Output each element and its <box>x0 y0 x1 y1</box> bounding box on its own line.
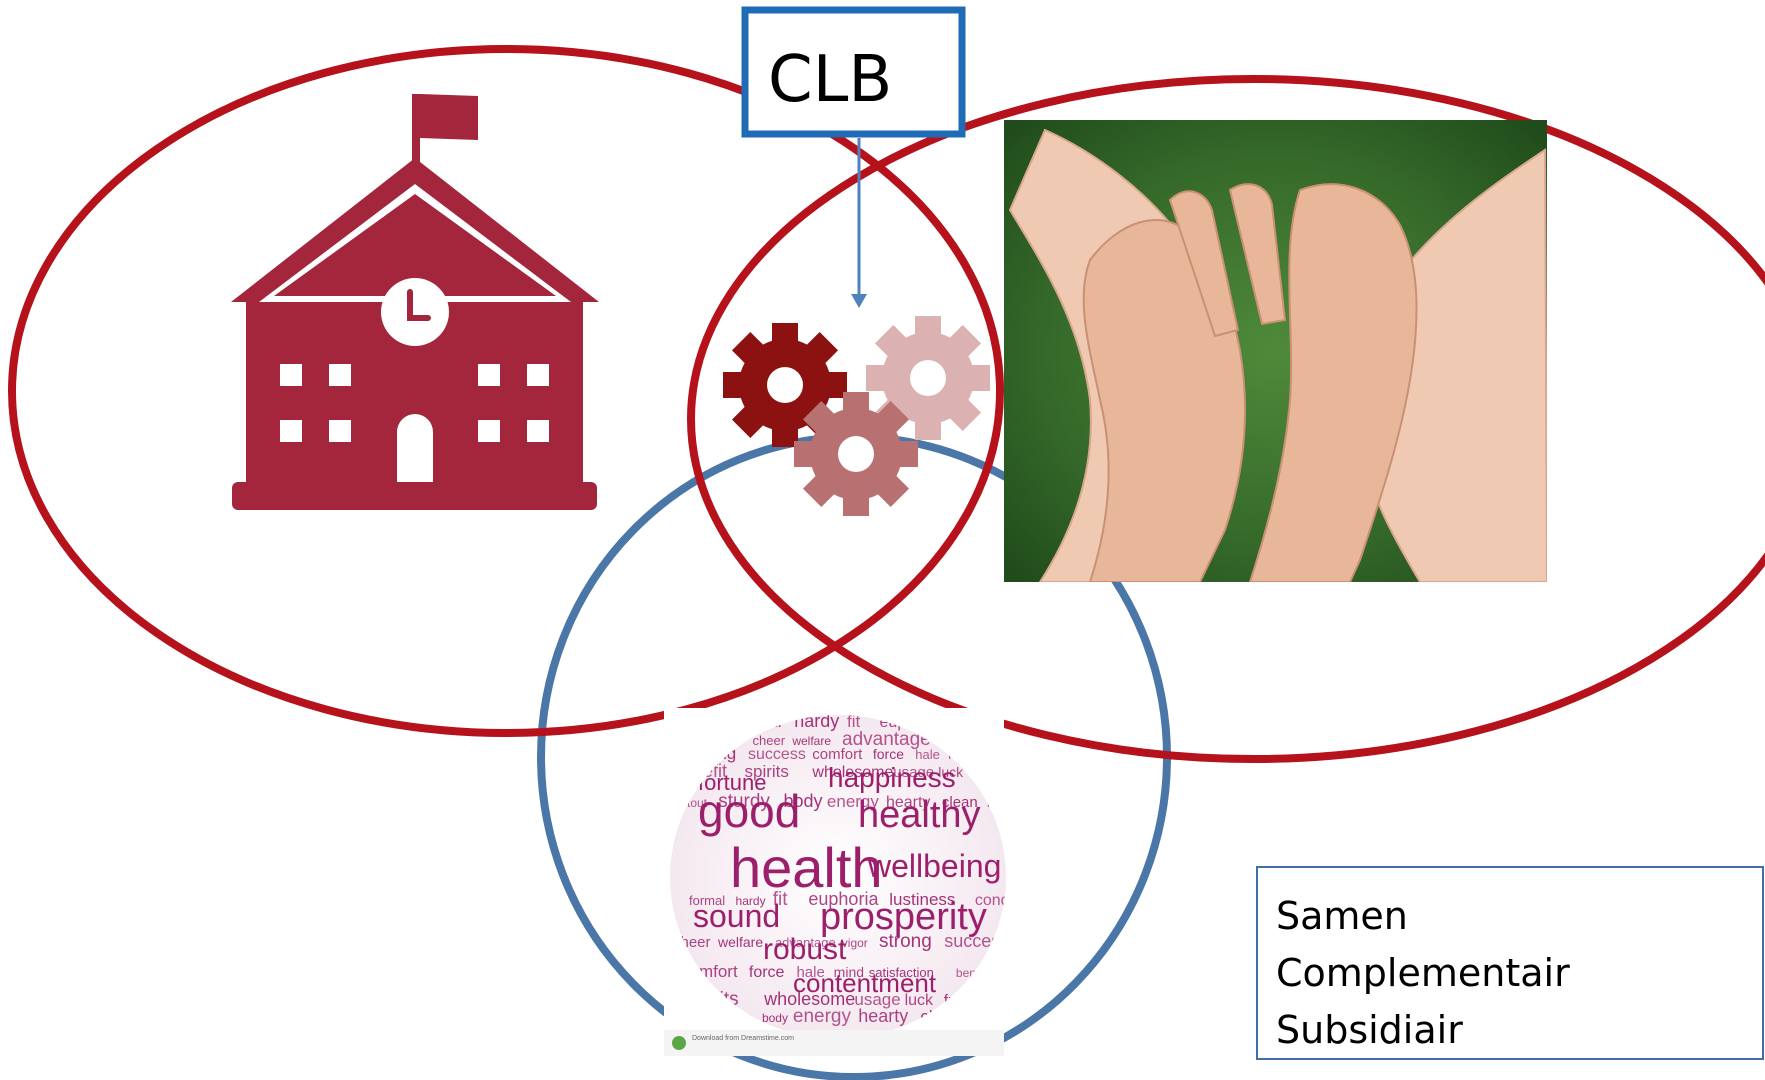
word-cloud-word: fit <box>847 712 861 731</box>
word-cloud-word: hardy <box>794 711 839 731</box>
word-cloud-word: hardy <box>736 894 766 908</box>
word-cloud-word: cheer <box>753 733 786 748</box>
note-line-3: Subsidiair <box>1276 1008 1463 1052</box>
word-cloud-word: body <box>762 1011 788 1025</box>
word-cloud-word: clean <box>942 794 978 811</box>
word-cloud-word: force <box>873 746 904 762</box>
word-cloud-word: luck <box>905 992 934 1009</box>
clb-label: CLB <box>768 43 892 117</box>
word-cloud-word: sturdy <box>718 791 770 812</box>
clb-arrow <box>851 138 867 308</box>
word-cloud-word: welfare <box>791 734 831 748</box>
word-cloud-word: health <box>730 836 883 899</box>
school-ellipse <box>8 45 1004 737</box>
word-cloud-word: fortune <box>698 770 767 795</box>
word-cloud-word: contentment <box>793 968 937 998</box>
word-cloud-word: formal <box>689 893 725 908</box>
gear-mid-icon <box>794 392 918 516</box>
word-cloud-word: condition <box>975 892 1039 909</box>
word-cloud-word: wholesome <box>763 989 855 1009</box>
word-cloud-word: luck <box>938 764 964 780</box>
word-cloud-word: hearty <box>858 1006 908 1026</box>
word-cloud-word: energy <box>793 1006 852 1027</box>
word-cloud-word: energy <box>827 792 879 811</box>
word-cloud-word: hale <box>915 747 940 762</box>
word-cloud-word: advantage <box>842 729 931 750</box>
note-line-1: Samen <box>1276 894 1408 938</box>
word-cloud-word: spirits <box>745 762 789 781</box>
word-cloud-word: usage <box>893 764 934 781</box>
word-cloud-word: welfare <box>717 934 763 950</box>
gear-light-icon <box>866 316 990 440</box>
word-cloud-word: happiness <box>828 762 956 793</box>
hands-photo <box>1004 120 1547 582</box>
word-cloud-word: success <box>748 746 806 763</box>
word-cloud-word: comfort <box>812 746 863 763</box>
word-cloud-word: force <box>749 964 785 981</box>
word-cloud-word: vigor <box>842 936 868 950</box>
gears-icon <box>723 316 990 516</box>
word-cloud-word: euphoria <box>808 889 879 909</box>
word-cloud-word: sound <box>693 898 780 934</box>
word-cloud-word: lustiness <box>889 890 955 909</box>
clb-box[interactable] <box>741 6 966 138</box>
word-cloud-word: hearty <box>886 794 930 811</box>
note-line-2: Complementair <box>1276 951 1570 995</box>
word-cloud-word: mind <box>834 964 864 980</box>
word-cloud-credit: Download from Dreamstime.com <box>692 1035 794 1042</box>
word-cloud-word: robust <box>763 933 847 966</box>
word-cloud-word: wholesome <box>811 764 893 781</box>
word-cloud-word: advantage <box>775 935 836 950</box>
word-cloud-word: prosperity <box>820 896 987 938</box>
school-building-icon <box>231 94 599 510</box>
word-cloud-word: hale <box>796 964 824 981</box>
family-ellipse <box>687 75 1765 763</box>
word-cloud-word: wellbeing <box>867 848 1001 884</box>
word-cloud-word: good <box>698 785 800 837</box>
word-cloud-word: healthy <box>858 794 981 836</box>
word-cloud-word: strong <box>879 931 932 952</box>
word-cloud-word: satisfaction <box>869 965 934 980</box>
word-cloud-word: fit <box>773 889 789 910</box>
word-cloud-word: body <box>783 791 822 811</box>
word-cloud-word: usage <box>854 990 900 1009</box>
note-box: Samen Complementair Subsidiair <box>1256 866 1764 1060</box>
